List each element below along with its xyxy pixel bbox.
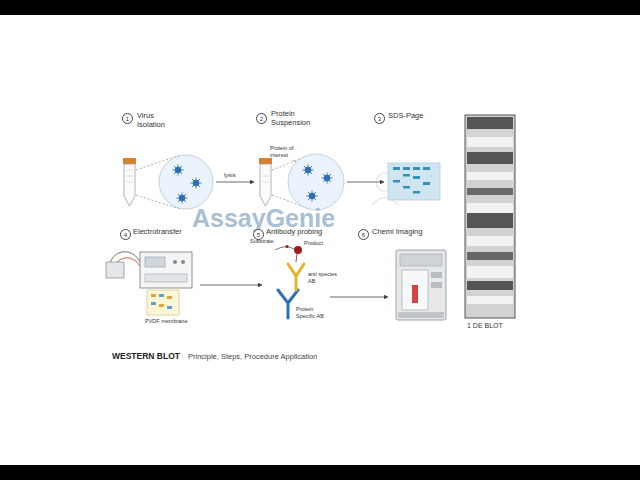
callout-label: Protein Specific AB xyxy=(296,306,330,319)
step-label: Chemi Imaging xyxy=(372,227,422,236)
arrow xyxy=(347,182,384,183)
step-label: Protein Suspension xyxy=(271,109,319,127)
step-label: Electrotransfer xyxy=(133,227,182,236)
arrow xyxy=(216,182,254,183)
chemi-imager xyxy=(396,250,446,320)
callout-label: anti species AB xyxy=(308,271,342,284)
callout-number: 6 xyxy=(358,229,369,240)
step-label: Virus Isolation xyxy=(137,111,179,129)
callout-label: Product xyxy=(304,240,323,247)
caption: Principle, Steps, Procedure Application xyxy=(188,352,317,361)
sds-gel xyxy=(388,163,440,200)
callout-number: 2 xyxy=(256,113,267,124)
magnified-view xyxy=(288,154,344,210)
title: WESTERN BLOT xyxy=(112,351,180,361)
callout-label: Substrate xyxy=(250,238,274,245)
callout-number: 1 xyxy=(122,113,133,124)
arrow xyxy=(200,285,262,286)
pvdf-membrane xyxy=(147,290,179,315)
blot-strip xyxy=(465,115,515,318)
electrotransfer-device xyxy=(106,252,192,288)
top-bar xyxy=(0,0,640,15)
blot-label: 1 DE BLOT xyxy=(467,322,503,330)
arrow xyxy=(330,297,388,298)
step-label: Antibody probing xyxy=(266,227,322,236)
callout-number: 4 xyxy=(120,229,131,240)
callout-label: Protein of interest xyxy=(270,145,304,158)
callout-label: PVDF membrane xyxy=(145,318,188,325)
step-label: SDS-Page xyxy=(388,111,423,120)
tube xyxy=(259,158,272,206)
tube xyxy=(123,158,136,206)
arrow-label: lysis xyxy=(224,172,236,179)
callout-number: 3 xyxy=(374,113,385,124)
magnified-view xyxy=(159,155,213,209)
bottom-bar xyxy=(0,465,640,480)
